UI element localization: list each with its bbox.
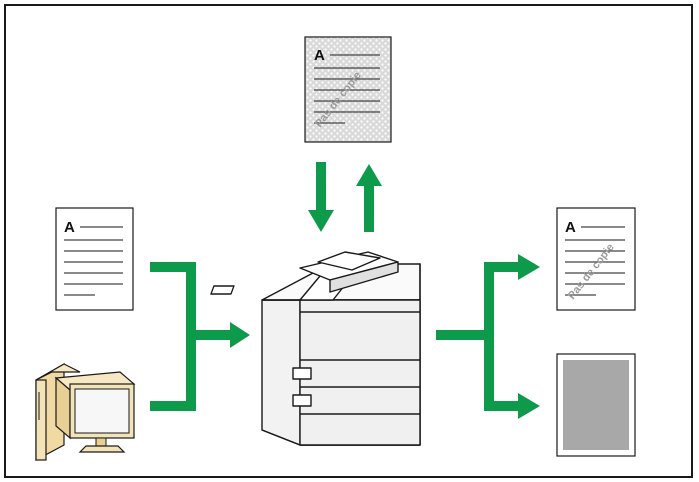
multifunction-printer-icon [210,251,421,446]
computer-icon [35,362,136,462]
watermarked-output-icon: A Pas de copie [556,207,636,311]
source-document-letter: A [64,219,75,236]
blank-output-icon [556,353,636,457]
output-bracket-arrow [436,254,540,419]
watermarked-output-letter: A [565,219,576,236]
patterned-document-letter: A [314,47,325,64]
print-up-arrow [356,164,382,232]
input-bracket-arrow [150,262,250,411]
source-document-icon: A [55,207,134,311]
scan-down-arrow [308,162,334,232]
patterned-document-icon: A Pas de copie [304,36,392,143]
